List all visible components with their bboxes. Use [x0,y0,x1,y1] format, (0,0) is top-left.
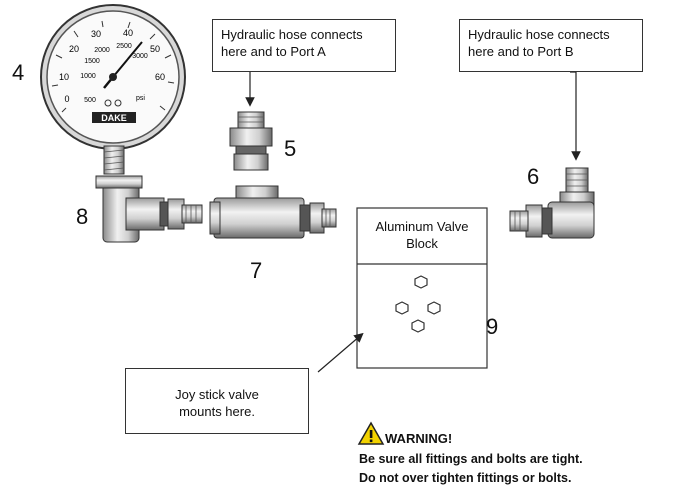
gauge-tick-40: 40 [123,28,133,38]
label-9: 9 [486,314,499,339]
warning-title: WARNING! [385,431,453,446]
gauge-unit: psi [136,95,145,102]
elbow-fitting-8 [95,175,203,243]
label-8: 8 [76,204,89,229]
callout-port-b: Hydraulic hose connects here and to Port… [459,19,643,72]
warning-icon [357,421,385,445]
gauge-brand: DAKE [101,113,127,123]
gauge-tick-10: 10 [59,72,69,82]
straight-fitting-5 [229,111,273,171]
arrow-joystick [317,332,364,373]
label-4: 4 [12,60,25,85]
label-6: 6 [527,164,540,189]
valve-port-holes [395,275,441,333]
valve-block [356,207,488,369]
arrow-port-b [570,71,581,161]
callout-joystick: Joy stick valve mounts here. [125,368,309,434]
gauge-inner-1500: 1500 [84,58,100,65]
gauge-needle [112,41,143,78]
warning-line-1: Be sure all fittings and bolts are tight… [359,452,583,466]
gauge-inner-2500: 2500 [116,43,132,50]
gauge-tick-20: 20 [69,44,79,54]
valve-block-title: Aluminum Valve Block [375,219,469,251]
tee-fitting-7 [209,185,337,239]
pressure-gauge: 0 10 20 30 40 50 60 500 1000 1500 2000 2… [40,4,186,175]
gauge-tick-60: 60 [155,72,165,82]
gauge-inner-1000: 1000 [80,73,96,80]
callout-arrows [245,71,581,373]
label-5: 5 [284,136,297,161]
gauge-inner-500: 500 [84,97,96,104]
elbow-fitting-6 [509,167,595,239]
gauge-inner-2000: 2000 [94,47,110,54]
warning-line-2: Do not over tighten fittings or bolts. [359,471,572,485]
gauge-tick-30: 30 [91,29,101,39]
gauge-tick-50: 50 [150,44,160,54]
gauge-tick-0: 0 [64,94,69,104]
gauge-inner-3000: 3000 [132,53,148,60]
callout-port-a: Hydraulic hose connects here and to Port… [212,19,396,72]
label-7: 7 [250,258,263,283]
